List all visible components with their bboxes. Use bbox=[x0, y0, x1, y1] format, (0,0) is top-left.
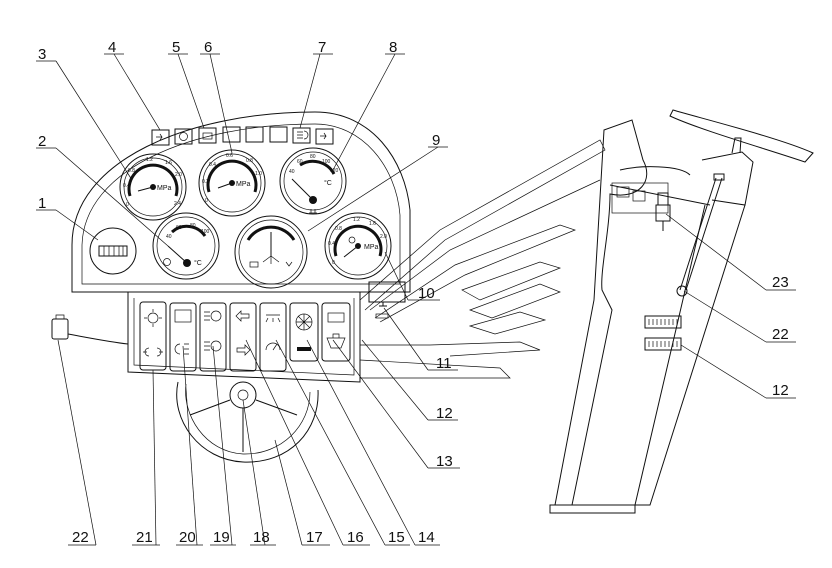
tick-label: 2.0 bbox=[380, 234, 387, 240]
tick-label: 0.8 bbox=[335, 226, 342, 232]
tick-label: 120 bbox=[330, 168, 339, 174]
gauge-unit-label: °C bbox=[194, 259, 202, 267]
tick-label: 40 bbox=[166, 234, 172, 240]
callout-23: 23 bbox=[772, 274, 789, 291]
tick-label: 1.6 bbox=[369, 221, 376, 227]
hour-meter bbox=[89, 227, 137, 275]
gauge-pressure-left: MPa 0 0.4 0.8 1.2 1.6 2.0 2.4 bbox=[119, 153, 187, 221]
tick-label: 80 bbox=[190, 223, 196, 229]
tick-label: 0.4 bbox=[209, 162, 216, 168]
tick-label: 0.4 bbox=[123, 183, 130, 189]
callout-12: 12 bbox=[436, 405, 453, 422]
callout-18: 18 bbox=[253, 529, 270, 546]
callout-20: 20 bbox=[179, 529, 196, 546]
gauge-unit-label: °C bbox=[324, 179, 332, 187]
indicator-lamp-row bbox=[151, 126, 334, 146]
callout-7: 7 bbox=[318, 39, 326, 56]
callout-2: 2 bbox=[38, 133, 46, 150]
instrument-panel-housing bbox=[71, 111, 411, 293]
tick-label: 0.8 bbox=[246, 158, 253, 164]
callout-15: 15 bbox=[388, 529, 405, 546]
gauge-fuel-center bbox=[234, 215, 308, 289]
callout-9: 9 bbox=[432, 132, 440, 149]
callout-labels: 1 2 3 4 5 6 7 8 9 10 11 12 13 14 15 16 1… bbox=[38, 39, 789, 546]
tick-label: 100 bbox=[201, 229, 210, 235]
tick-label: 0.8 bbox=[128, 168, 135, 174]
callout-16: 16 bbox=[347, 529, 364, 546]
cable-plug bbox=[51, 314, 129, 345]
tick-label: 0.2 bbox=[202, 179, 209, 185]
callout-12-right: 12 bbox=[772, 382, 789, 399]
callout-14: 14 bbox=[418, 529, 435, 546]
gauge-pressure-center: MPa 0 0.2 0.4 0.6 0.8 1.0 bbox=[198, 149, 266, 217]
callout-22-right: 22 bbox=[772, 326, 789, 343]
steering-wheel-front bbox=[176, 381, 319, 463]
connection-outlines bbox=[359, 139, 606, 379]
gauge-unit-label: MPa bbox=[364, 244, 379, 251]
tick-label: 0 bbox=[332, 260, 335, 266]
tick-label: 0 bbox=[126, 202, 129, 208]
tick-label: 80 bbox=[310, 154, 316, 160]
gauge-temperature-right: °C 40 60 80 100 120 bbox=[279, 147, 347, 215]
tick-label: 1.6 bbox=[165, 160, 172, 166]
tick-label: 0 bbox=[205, 198, 208, 204]
callout-11: 11 bbox=[436, 355, 452, 372]
tick-label: 60 bbox=[176, 225, 182, 231]
callout-8: 8 bbox=[389, 39, 397, 56]
callout-19: 19 bbox=[213, 529, 230, 546]
gauge-pressure-small: MPa 0 0.4 0.8 1.2 1.6 2.0 bbox=[324, 212, 392, 280]
gauge-unit-label: MPa bbox=[236, 181, 251, 188]
gauge-unit-label: MPa bbox=[157, 185, 172, 192]
leader-lines bbox=[36, 53, 796, 546]
tick-label: 100 bbox=[322, 159, 331, 165]
callout-22: 22 bbox=[72, 529, 89, 546]
tick-label: 0.6 bbox=[226, 153, 233, 159]
tick-label: 40 bbox=[289, 169, 295, 175]
switch-panel bbox=[127, 292, 361, 383]
callout-5: 5 bbox=[172, 39, 180, 56]
tick-label: 60 bbox=[297, 159, 303, 165]
callout-17: 17 bbox=[306, 529, 323, 546]
tick-label: 1.2 bbox=[146, 157, 153, 163]
steering-column bbox=[549, 109, 814, 514]
callout-21: 21 bbox=[136, 529, 153, 546]
tick-label: 2.4 bbox=[174, 201, 181, 207]
callout-4: 4 bbox=[108, 39, 116, 56]
tick-label: 2.0 bbox=[175, 172, 182, 178]
callout-3: 3 bbox=[38, 46, 46, 63]
gauge-temperature-left: °C 40 60 80 100 bbox=[152, 212, 220, 280]
callout-6: 6 bbox=[204, 39, 212, 56]
tick-label: 1.2 bbox=[353, 217, 360, 223]
tick-label: 1.0 bbox=[255, 171, 262, 177]
tick-label: 0.4 bbox=[328, 241, 335, 247]
callout-1: 1 bbox=[38, 195, 46, 212]
callout-13: 13 bbox=[436, 453, 453, 470]
callout-10: 10 bbox=[418, 285, 435, 302]
